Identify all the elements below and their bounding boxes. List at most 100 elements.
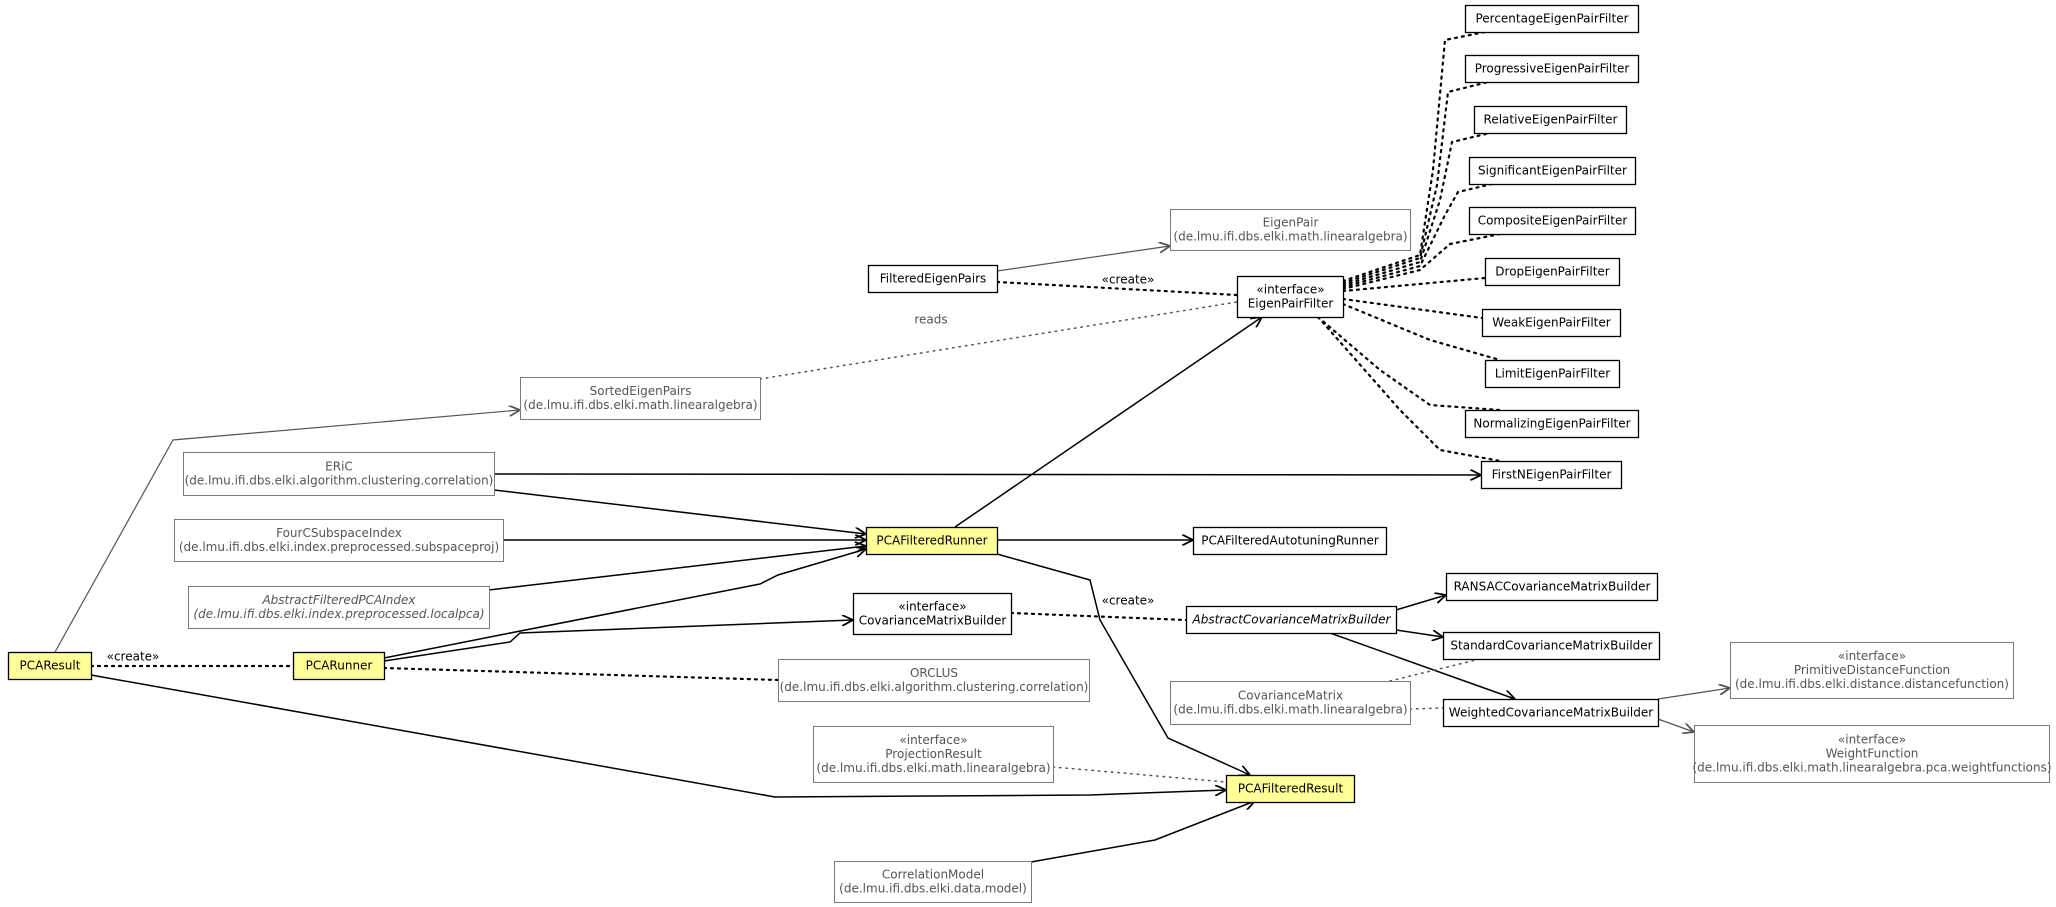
edge-dotted-grey-26 <box>1389 658 1481 682</box>
orclus-box <box>778 659 1090 702</box>
edge-dotted-5 <box>1341 131 1492 287</box>
sorted-eigenpairs-label-0: SortedEigenPairs <box>590 384 692 398</box>
orclus-node[interactable]: ORCLUS(de.lmu.ifi.dbs.elki.algorithm.clu… <box>778 659 1090 702</box>
pca-runner-box <box>292 651 386 681</box>
percentage-eigenpair-filter-node[interactable]: PercentageEigenPairFilter <box>1464 4 1640 34</box>
weak-eigenpair-filter-label-0: WeakEigenPairFilter <box>1492 316 1610 330</box>
pca-result-label-0: PCAResult <box>20 659 81 673</box>
edge-dotted-10 <box>1341 302 1502 362</box>
edge-solid-23 <box>1395 595 1446 611</box>
edge-solid-grey-28 <box>1657 688 1730 700</box>
fourc-subspace-index-node[interactable]: FourCSubspaceIndex(de.lmu.ifi.dbs.elki.i… <box>174 519 504 562</box>
eigenpair-label-0: EigenPair <box>1263 216 1319 230</box>
eric-node[interactable]: ERiC(de.lmu.ifi.dbs.elki.algorithm.clust… <box>183 452 495 496</box>
pca-filtered-result-label-0: PCAFilteredResult <box>1238 782 1344 796</box>
pca-filtered-autotuning-runner-node[interactable]: PCAFilteredAutotuningRunner <box>1192 526 1388 556</box>
sorted-eigenpairs-node[interactable]: SortedEigenPairs(de.lmu.ifi.dbs.elki.mat… <box>520 377 761 420</box>
significant-eigenpair-filter-label-0: SignificantEigenPairFilter <box>1478 164 1627 178</box>
pca-filtered-result-box <box>1225 774 1356 804</box>
limit-eigenpair-filter-node[interactable]: LimitEigenPairFilter <box>1484 359 1621 389</box>
progressive-eigenpair-filter-box <box>1464 54 1640 84</box>
abstract-covariance-matrix-builder-node[interactable]: AbstractCovarianceMatrixBuilder <box>1185 605 1398 635</box>
edge-solid-14 <box>493 474 1481 475</box>
eigenpair-box <box>1170 209 1411 251</box>
standard-covariance-matrix-builder-box <box>1442 631 1661 661</box>
weighted-covariance-matrix-builder-box <box>1442 698 1660 728</box>
edge-solid-18 <box>383 549 866 659</box>
edge-dotted-grey-34 <box>1052 766 1227 783</box>
significant-eigenpair-filter-box <box>1468 156 1637 186</box>
create-label-filtered: «create» <box>1102 273 1155 287</box>
sorted-eigenpairs-label-1: (de.lmu.ifi.dbs.elki.math.linearalgebra) <box>523 398 757 412</box>
filtered-eigenpairs-box <box>867 264 999 294</box>
normalizing-eigenpair-filter-label-0: NormalizingEigenPairFilter <box>1473 417 1630 431</box>
weight-function-label-2: (de.lmu.ifi.dbs.elki.math.linearalgebra.… <box>1692 761 2051 775</box>
pca-runner-node[interactable]: PCARunner <box>292 651 386 681</box>
firstn-eigenpair-filter-box <box>1480 460 1623 490</box>
ransac-covariance-matrix-builder-node[interactable]: RANSACCovarianceMatrixBuilder <box>1445 572 1659 602</box>
correlation-model-label-1: (de.lmu.ifi.dbs.elki.data.model) <box>839 882 1027 896</box>
weighted-covariance-matrix-builder-node[interactable]: WeightedCovarianceMatrixBuilder <box>1442 698 1660 728</box>
composite-eigenpair-filter-node[interactable]: CompositeEigenPairFilter <box>1468 206 1637 236</box>
composite-eigenpair-filter-box <box>1468 206 1637 236</box>
pca-filtered-runner-node[interactable]: PCAFilteredRunner <box>865 526 999 556</box>
edge-solid-grey-30 <box>54 410 520 653</box>
primitive-distance-function-label-1: PrimitiveDistanceFunction <box>1794 663 1950 677</box>
filtered-eigenpairs-node[interactable]: FilteredEigenPairs <box>867 264 999 294</box>
significant-eigenpair-filter-node[interactable]: SignificantEigenPairFilter <box>1468 156 1637 186</box>
pca-result-node[interactable]: PCAResult <box>7 651 93 681</box>
primitive-distance-function-label-0: «interface» <box>1838 649 1906 663</box>
edge-dotted-12 <box>1316 315 1502 463</box>
standard-covariance-matrix-builder-label-0: StandardCovarianceMatrixBuilder <box>1450 639 1652 653</box>
covariance-matrix-builder-node[interactable]: «interface»CovarianceMatrixBuilder <box>852 592 1013 636</box>
correlation-model-label-0: CorrelationModel <box>882 868 984 882</box>
percentage-eigenpair-filter-box <box>1464 4 1640 34</box>
abstract-covariance-matrix-builder-label-0: AbstractCovarianceMatrixBuilder <box>1192 613 1392 627</box>
abstract-filtered-pca-index-box <box>188 586 490 629</box>
abstract-filtered-pca-index-label-1: (de.lmu.ifi.dbs.elki.index.preprocessed.… <box>193 607 484 621</box>
weak-eigenpair-filter-node[interactable]: WeakEigenPairFilter <box>1481 308 1622 338</box>
progressive-eigenpair-filter-label-0: ProgressiveEigenPairFilter <box>1475 62 1630 76</box>
edge-solid-33 <box>90 674 1226 798</box>
orclus-label-0: ORCLUS <box>910 666 958 680</box>
progressive-eigenpair-filter-node[interactable]: ProgressiveEigenPairFilter <box>1464 54 1640 84</box>
edge-dotted-22 <box>1009 611 1188 622</box>
weighted-covariance-matrix-builder-label-0: WeightedCovarianceMatrixBuilder <box>1449 706 1653 720</box>
labels-layer: «create»reads«create»«create» <box>107 273 1155 664</box>
eigenpair-filter-node[interactable]: «interface»EigenPairFilter <box>1236 275 1345 319</box>
pca-filtered-runner-box <box>865 526 999 556</box>
eigenpair-node[interactable]: EigenPair(de.lmu.ifi.dbs.elki.math.linea… <box>1170 209 1411 251</box>
filtered-eigenpairs-label-0: FilteredEigenPairs <box>880 272 987 286</box>
primitive-distance-function-node[interactable]: «interface»PrimitiveDistanceFunction(de.… <box>1730 642 2014 699</box>
weight-function-box <box>1694 725 2050 783</box>
edge-dotted-grey-27 <box>1409 707 1444 710</box>
edge-solid-13 <box>954 317 1262 528</box>
edge-solid-21 <box>996 553 1250 775</box>
relative-eigenpair-filter-box <box>1473 105 1628 135</box>
pca-runner-label-0: PCARunner <box>306 659 373 673</box>
eigenpair-filter-label-0: «interface» <box>1256 283 1324 297</box>
pca-filtered-result-node[interactable]: PCAFilteredResult <box>1225 774 1356 804</box>
firstn-eigenpair-filter-node[interactable]: FirstNEigenPairFilter <box>1480 460 1623 490</box>
covariance-matrix-node[interactable]: CovarianceMatrix(de.lmu.ifi.dbs.elki.mat… <box>1170 681 1411 725</box>
eigenpair-filter-box <box>1236 275 1345 319</box>
edge-dotted-grey-2 <box>759 301 1238 380</box>
relative-eigenpair-filter-node[interactable]: RelativeEigenPairFilter <box>1473 105 1628 135</box>
drop-eigenpair-filter-node[interactable]: DropEigenPairFilter <box>1484 257 1621 287</box>
standard-covariance-matrix-builder-node[interactable]: StandardCovarianceMatrixBuilder <box>1442 631 1661 661</box>
edge-dotted-1 <box>995 280 1239 297</box>
correlation-model-node[interactable]: CorrelationModel(de.lmu.ifi.dbs.elki.dat… <box>834 861 1032 903</box>
sorted-eigenpairs-box <box>520 377 761 420</box>
projection-result-node[interactable]: «interface»ProjectionResult(de.lmu.ifi.d… <box>813 726 1054 783</box>
abstract-filtered-pca-index-label-0: AbstractFilteredPCAIndex <box>261 593 416 607</box>
pca-filtered-autotuning-runner-label-0: PCAFilteredAutotuningRunner <box>1201 534 1379 548</box>
ransac-covariance-matrix-builder-box <box>1445 572 1659 602</box>
normalizing-eigenpair-filter-node[interactable]: NormalizingEigenPairFilter <box>1464 409 1640 439</box>
abstract-filtered-pca-index-node[interactable]: AbstractFilteredPCAIndex(de.lmu.ifi.dbs.… <box>188 586 490 629</box>
pca-filtered-runner-label-0: PCAFilteredRunner <box>876 534 987 548</box>
weight-function-label-1: WeightFunction <box>1826 747 1919 761</box>
eigenpair-label-1: (de.lmu.ifi.dbs.elki.math.linearalgebra) <box>1173 230 1407 244</box>
weight-function-node[interactable]: «interface»WeightFunction(de.lmu.ifi.dbs… <box>1692 725 2052 783</box>
orclus-label-1: (de.lmu.ifi.dbs.elki.algorithm.clusterin… <box>780 680 1089 694</box>
